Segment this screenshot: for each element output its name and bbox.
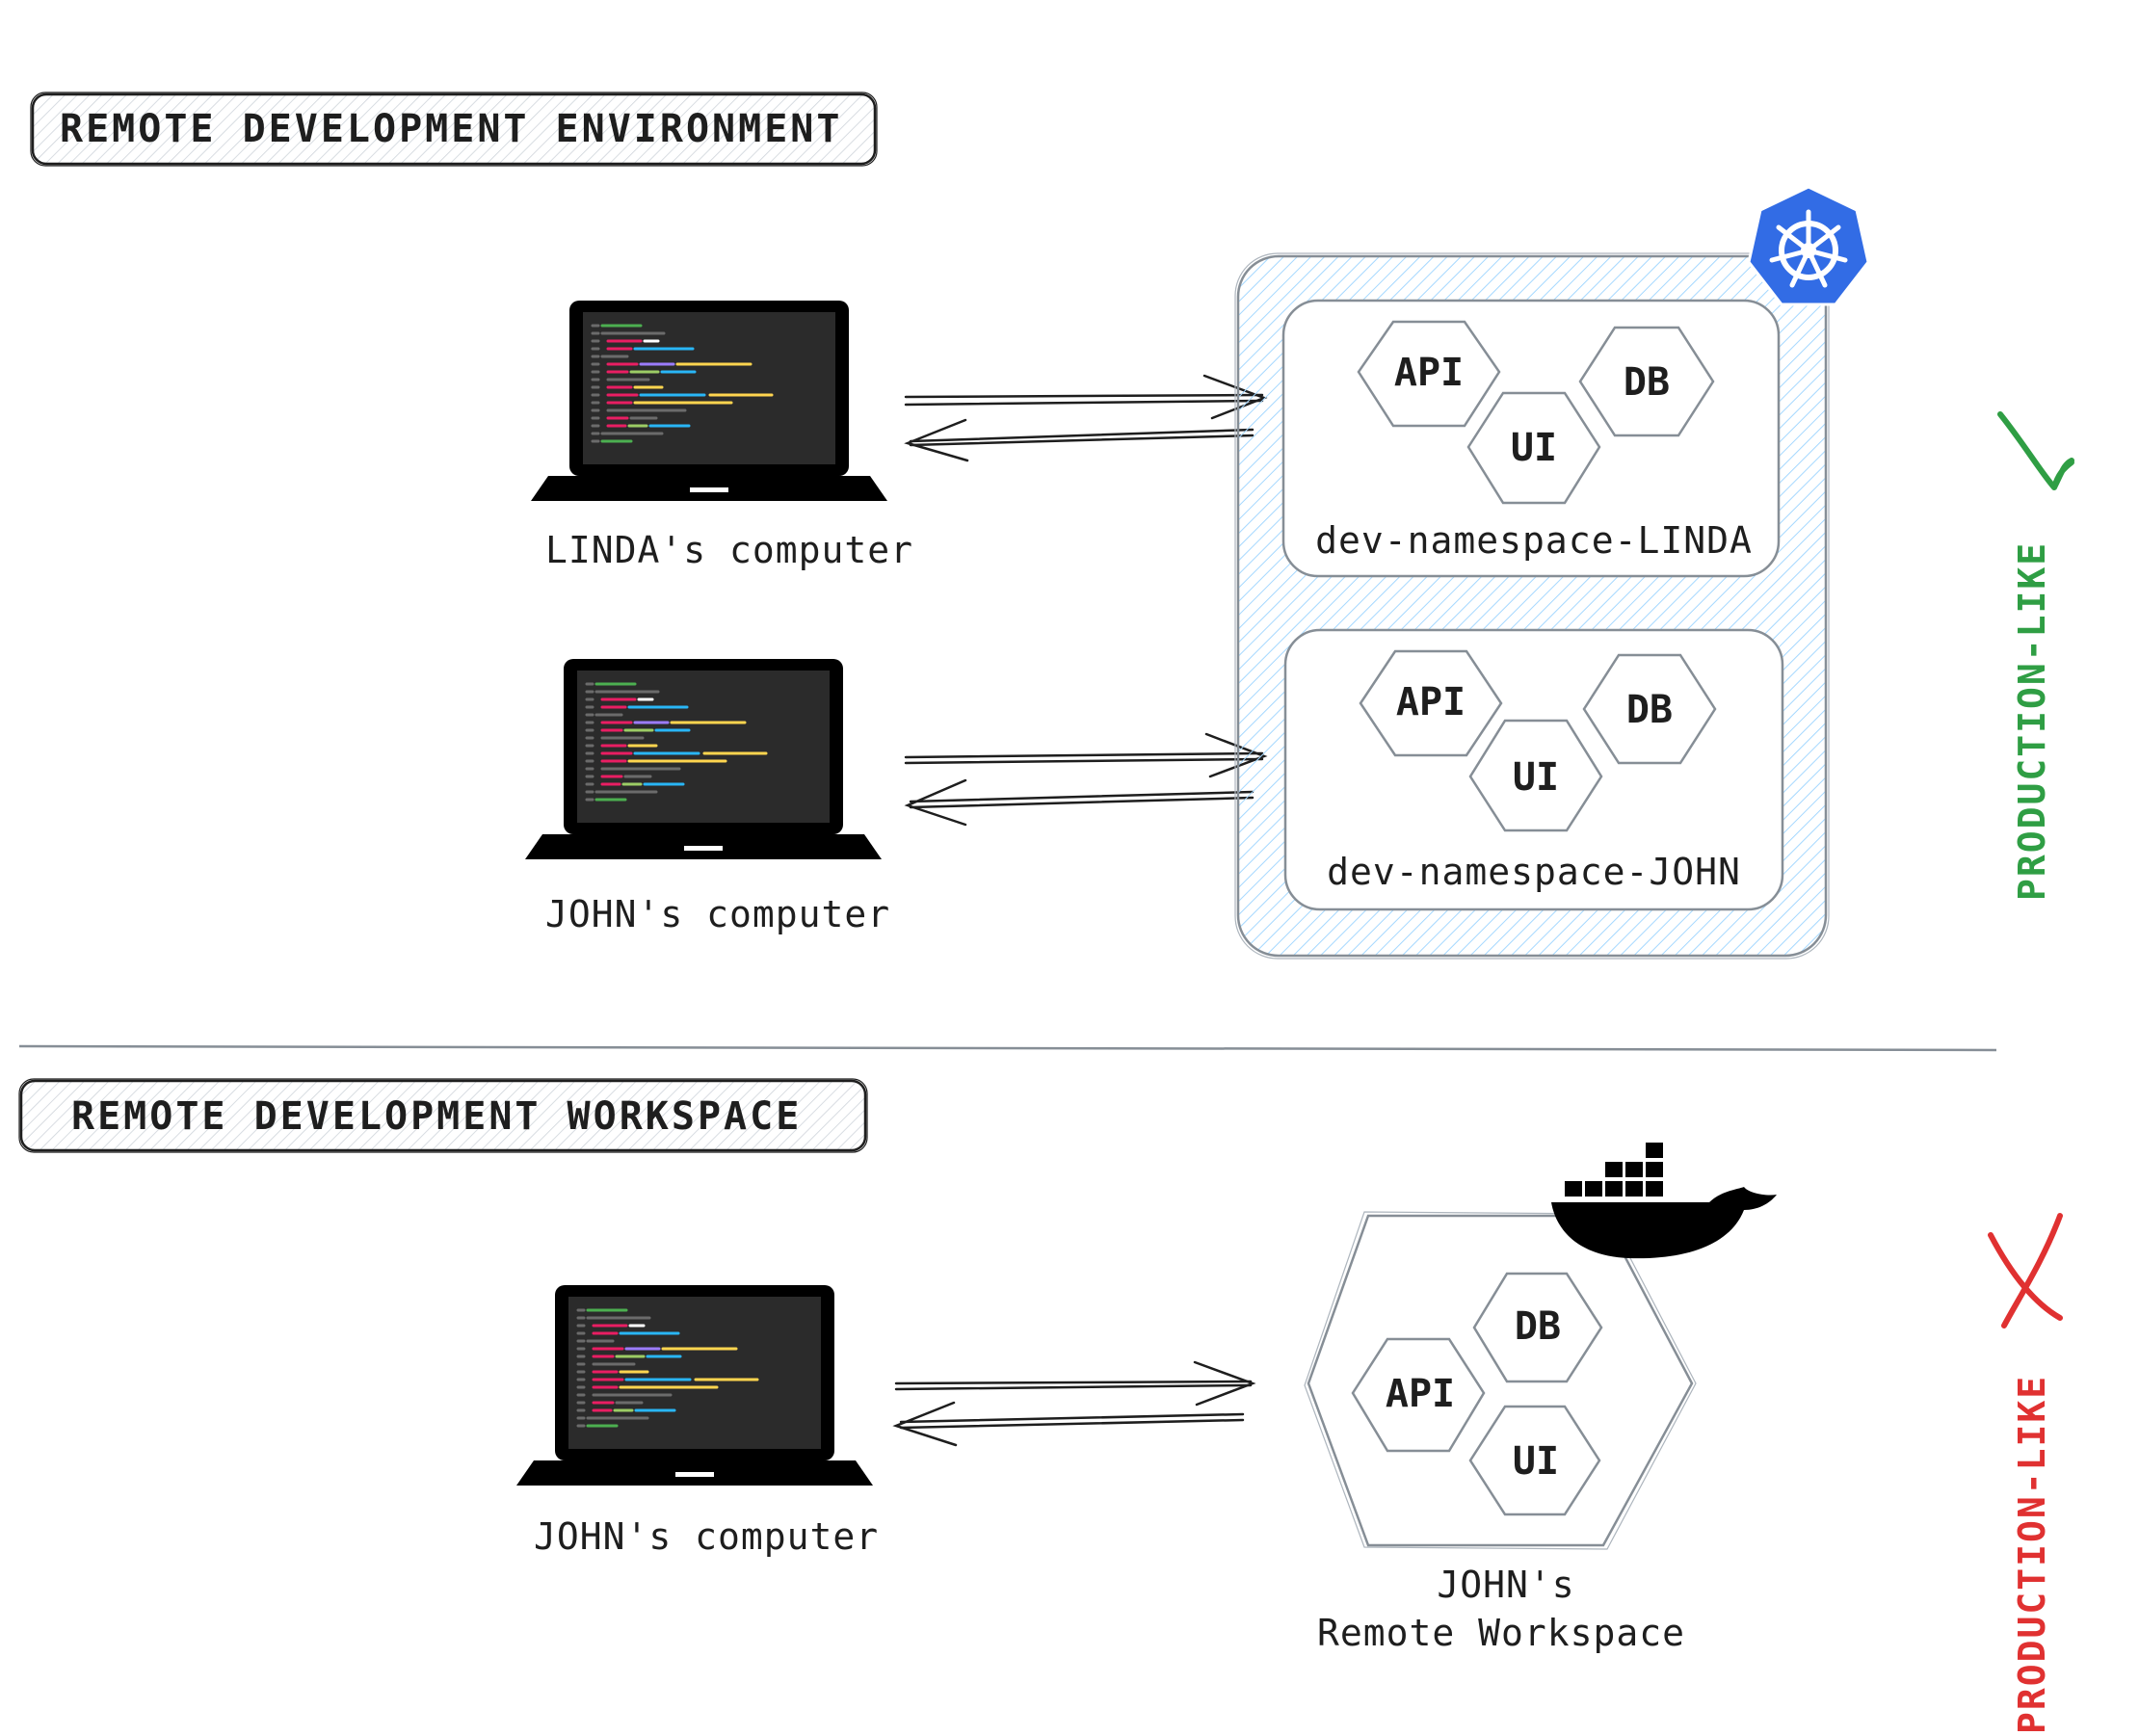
check-icon (1997, 411, 2074, 490)
service-label: DB (1626, 688, 1673, 732)
john-env-computer-label: JOHN's computer (545, 893, 890, 935)
hexagon-api: API (1351, 1337, 1486, 1453)
service-label: API (1386, 1372, 1455, 1416)
service-label: DB (1515, 1304, 1561, 1349)
cross-icon (1988, 1213, 2063, 1328)
hexagon-ui: UI (1468, 719, 1603, 832)
kubernetes-icon (1747, 185, 1870, 306)
environment-section: REMOTE DEVELOPMENT ENVIRONMENT LINDA's c… (30, 92, 2074, 960)
laptop-icon (523, 657, 884, 861)
linda-computer-label: LINDA's computer (545, 529, 913, 571)
workspace-title-box: REMOTE DEVELOPMENT WORKSPACE (18, 1078, 868, 1153)
workspace-label-line1: JOHN's (1437, 1564, 1574, 1606)
laptop-john-env (523, 657, 884, 861)
namespace-linda-label: dev-namespace-LINDA (1315, 519, 1753, 562)
laptop-john-ws (515, 1283, 875, 1487)
hexagon-db: DB (1578, 326, 1715, 437)
workspace-label-line2: Remote Workspace (1317, 1612, 1685, 1654)
service-label: UI (1513, 755, 1559, 800)
environment-title: REMOTE DEVELOPMENT ENVIRONMENT (60, 107, 842, 151)
verdict-environment: PRODUCTION-LIKE (1997, 411, 2074, 901)
laptop-icon (529, 299, 889, 503)
laptop-icon (515, 1283, 875, 1487)
john-ws-computer-label: JOHN's computer (534, 1515, 879, 1558)
docker-icon (1551, 1143, 1777, 1259)
hexagon-api: API (1357, 320, 1501, 428)
service-label: UI (1511, 426, 1557, 470)
environment-title-box: REMOTE DEVELOPMENT ENVIRONMENT (30, 92, 878, 167)
namespace-john: API DB UI dev-namespace-JOHN (1283, 628, 1784, 911)
hexagon-db: DB (1472, 1272, 1603, 1383)
namespace-john-label: dev-namespace-JOHN (1327, 851, 1741, 893)
hexagon-db: DB (1582, 653, 1717, 765)
service-label: API (1394, 351, 1464, 395)
verdict-workspace-label: PRODUCTION-LIKE (2011, 1375, 2053, 1734)
hexagon-ui: UI (1466, 391, 1601, 505)
service-label: UI (1513, 1439, 1559, 1484)
workspace-section: REMOTE DEVELOPMENT WORKSPACE JOHN's comp… (18, 1078, 2063, 1734)
service-label: DB (1624, 360, 1670, 405)
verdict-environment-label: PRODUCTION-LIKE (2011, 541, 2053, 901)
section-divider (18, 1044, 1997, 1052)
arrows-john-ws (892, 1360, 1256, 1447)
workspace-title: REMOTE DEVELOPMENT WORKSPACE (71, 1094, 802, 1139)
arrows-linda (904, 374, 1268, 462)
hexagon-ui: UI (1468, 1405, 1601, 1516)
remote-workspace-container: DB API UI (1304, 1211, 1697, 1550)
laptop-linda (529, 299, 889, 503)
namespace-linda: API DB UI dev-namespace-LINDA (1281, 299, 1781, 578)
hexagon-api: API (1359, 649, 1503, 757)
service-label: API (1396, 680, 1466, 724)
arrows-john-env (904, 732, 1268, 827)
verdict-workspace: PRODUCTION-LIKE (1988, 1213, 2063, 1734)
